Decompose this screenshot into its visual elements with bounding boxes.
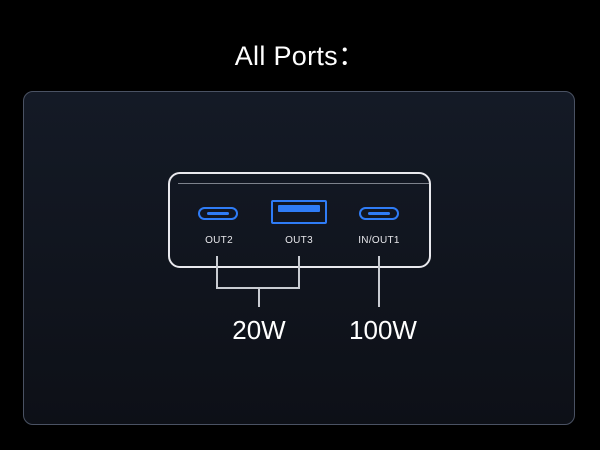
connector-stem-shared bbox=[258, 287, 260, 307]
port-label-in-out1: IN/OUT1 bbox=[358, 235, 400, 246]
usb-c-port-icon bbox=[359, 207, 399, 220]
power-rating-shared: 20W bbox=[232, 315, 286, 345]
port-label-out3: OUT3 bbox=[285, 235, 313, 246]
usb-a-tongue bbox=[278, 205, 320, 212]
page-title: All Ports： bbox=[234, 41, 366, 71]
usb-a-port-icon bbox=[271, 200, 327, 224]
connector-line-out2 bbox=[216, 256, 218, 288]
connector-line-out3 bbox=[298, 256, 300, 288]
port-label-out2: OUT2 bbox=[205, 235, 233, 246]
power-rating-in-out1: 100W bbox=[349, 315, 417, 345]
connector-line-in-out1 bbox=[378, 256, 380, 307]
device-seam-line bbox=[178, 183, 429, 184]
usb-c-port-icon bbox=[198, 207, 238, 220]
usb-c-tongue bbox=[207, 212, 229, 215]
usb-c-tongue bbox=[368, 212, 390, 215]
